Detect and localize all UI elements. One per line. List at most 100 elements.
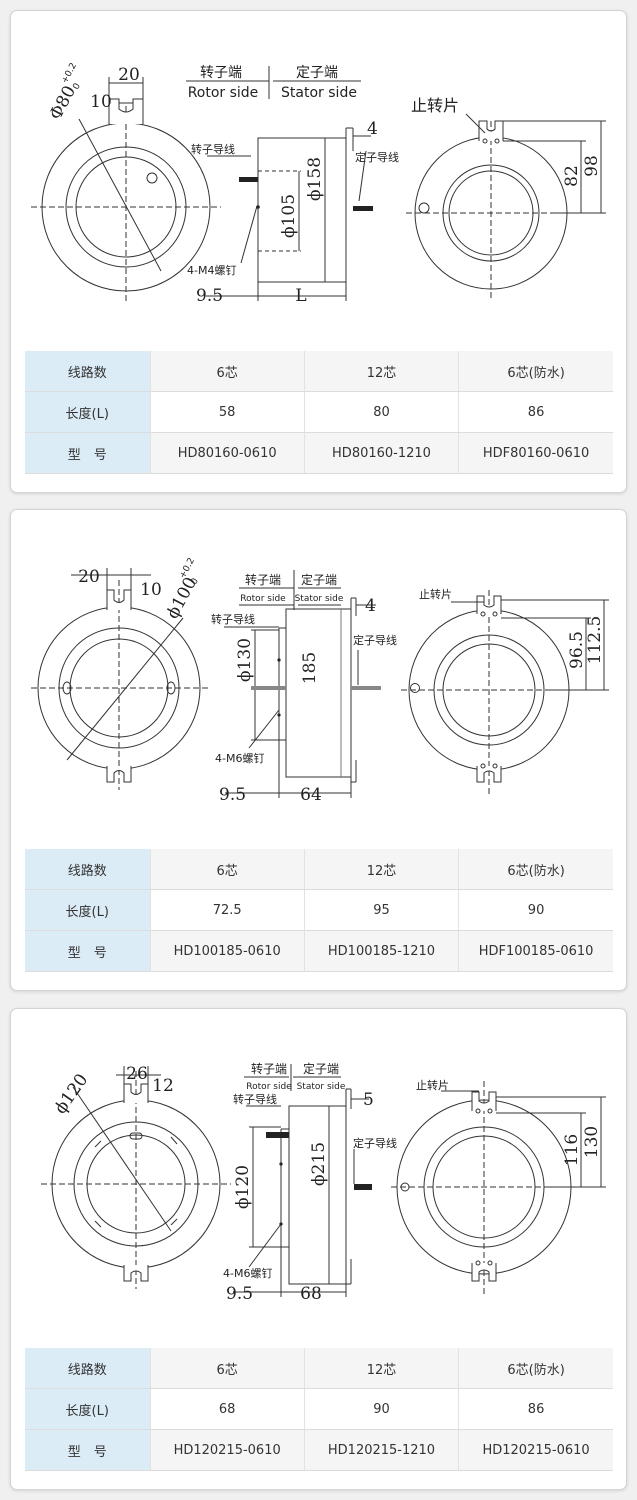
table-cell: HD100185-1210: [303, 930, 459, 972]
dim-offset: 9.5: [219, 785, 246, 805]
dim-body: ϕ158: [305, 157, 325, 201]
rotor-side-en: Rotor side: [188, 85, 259, 101]
rotor-wire-label: 转子导线: [211, 612, 255, 626]
table-cell: HD80160-1210: [303, 432, 459, 474]
rotor-side-en: Rotor side: [246, 1082, 292, 1092]
dim-tab-width: 20: [118, 65, 140, 85]
dim-tab-inner: 96.5: [567, 631, 587, 669]
table-row-circuits: 线路数 6芯 12芯 6芯(防水): [25, 1348, 613, 1389]
row-header-model: 型 号: [25, 930, 150, 972]
table-cell: 12芯: [303, 849, 459, 890]
table-cell: 80: [303, 391, 459, 433]
table-row-circuits: 线路数 6芯 12芯 6芯(防水): [25, 351, 613, 392]
table-cell: 58: [149, 391, 305, 433]
table-cell: 90: [458, 889, 613, 931]
dim-tab-outer: 112.5: [585, 616, 605, 665]
table-cell: 12芯: [303, 351, 459, 392]
dim-tab-inner: 116: [562, 1134, 582, 1166]
stator-wire-label: 定子导线: [355, 150, 399, 164]
dim-body: ϕ215: [309, 1142, 329, 1186]
table-cell: HDF100185-0610: [458, 930, 613, 972]
spec-table-3: 线路数 6芯 12芯 6芯(防水) 长度(L) 68 90 86 型 号 HD1…: [25, 1348, 613, 1471]
table-cell: HD120215-0610: [149, 1429, 305, 1471]
stop-tab-label: 止转片: [411, 96, 459, 115]
rotor-side-cn: 转子端: [245, 572, 281, 587]
spec-table-1: 线路数 6芯 12芯 6芯(防水) 长度(L) 58 80 86 型 号 HD8…: [25, 351, 613, 474]
technical-drawing-1: 20 10 Φ80 +0.2 0 转子端 Rotor side 定子端 Stat…: [31, 61, 606, 306]
stop-tab-label: 止转片: [416, 1078, 449, 1092]
table-cell: 68: [149, 1388, 305, 1430]
technical-drawing-3: 26 12 ϕ120 转子端 Rotor side 定子端 Stator sid…: [41, 1061, 606, 1304]
dim-offset: 9.5: [196, 286, 223, 306]
stator-side-en: Stator side: [281, 85, 357, 101]
row-header-model: 型 号: [25, 1429, 150, 1471]
row-header-circuits: 线路数: [25, 351, 150, 392]
dim-tab-outer: 98: [582, 155, 602, 177]
dim-outer-tol-lower: 0: [71, 82, 83, 92]
row-header-length: 长度(L): [25, 889, 150, 931]
dim-tab-width: 26: [126, 1064, 148, 1084]
dim-outer-tol-upper: +0.2: [60, 61, 79, 85]
rotor-side-cn: 转子端: [251, 1061, 287, 1076]
row-header-length: 长度(L): [25, 1388, 150, 1430]
stator-wire-label: 定子导线: [353, 1136, 397, 1150]
dim-tab-slot: 10: [90, 92, 112, 112]
dim-bore: ϕ120: [233, 1165, 253, 1209]
dim-length: L: [295, 286, 306, 306]
table-cell: HD100185-0610: [149, 930, 305, 972]
table-row-model: 型 号 HD80160-0610 HD80160-1210 HDF80160-0…: [25, 432, 613, 474]
table-cell: 95: [303, 889, 459, 931]
stator-side-cn: 定子端: [296, 65, 338, 81]
table-row-length: 长度(L) 72.5 95 90: [25, 889, 613, 931]
table-cell: HDF80160-0610: [458, 432, 613, 474]
spec-table-2: 线路数 6芯 12芯 6芯(防水) 长度(L) 72.5 95 90 型 号 H…: [25, 849, 613, 972]
dim-tab-slot: 12: [152, 1076, 174, 1096]
table-row-model: 型 号 HD100185-0610 HD100185-1210 HDF10018…: [25, 930, 613, 972]
dim-body: 185: [300, 652, 320, 684]
table-cell: 90: [303, 1388, 459, 1430]
stator-wire-label: 定子导线: [353, 633, 397, 647]
technical-drawing-2: 20 10 ϕ100 +0.2 0 转子端 Rotor side 定子端 Sta…: [31, 556, 609, 805]
table-cell: 86: [458, 391, 613, 433]
dim-tab-slot: 10: [140, 580, 162, 600]
table-cell: 6芯: [149, 351, 305, 392]
dim-bore: ϕ105: [279, 194, 299, 238]
rotor-wire-label: 转子导线: [191, 142, 235, 156]
table-cell: 6芯(防水): [458, 1348, 613, 1389]
stator-side-cn: 定子端: [303, 1061, 339, 1076]
product-card-2: 20 10 ϕ100 +0.2 0 转子端 Rotor side 定子端 Sta…: [10, 509, 627, 991]
product-card-1: 20 10 Φ80 +0.2 0 转子端 Rotor side 定子端 Stat…: [10, 10, 627, 493]
product-card-3: 26 12 ϕ120 转子端 Rotor side 定子端 Stator sid…: [10, 1008, 627, 1490]
row-header-length: 长度(L): [25, 391, 150, 433]
table-cell: HD120215-1210: [303, 1429, 459, 1471]
dim-tab-width: 20: [78, 567, 100, 587]
dim-outer-tol-upper: +0.2: [178, 556, 197, 580]
dim-flange: 5: [363, 1090, 374, 1110]
dim-length: 64: [300, 785, 322, 805]
table-cell: HD120215-0610: [458, 1429, 613, 1471]
row-header-circuits: 线路数: [25, 1348, 150, 1389]
table-row-length: 长度(L) 68 90 86: [25, 1388, 613, 1430]
rotor-side-en: Rotor side: [240, 594, 286, 604]
table-cell: 72.5: [149, 889, 305, 931]
rotor-wire-label: 转子导线: [233, 1092, 277, 1106]
table-cell: HD80160-0610: [149, 432, 305, 474]
dim-outer-diameter: ϕ120: [51, 1070, 93, 1118]
screws-label: 4-M6螺钉: [223, 1267, 272, 1280]
stator-side-en: Stator side: [295, 594, 344, 604]
dim-offset: 9.5: [226, 1284, 253, 1304]
dim-tab-outer: 130: [582, 1126, 602, 1158]
table-row-length: 长度(L) 58 80 86: [25, 391, 613, 433]
table-cell: 6芯: [149, 849, 305, 890]
dim-tab-inner: 82: [562, 165, 582, 187]
dim-flange: 4: [367, 119, 378, 139]
table-cell: 6芯(防水): [458, 351, 613, 392]
dim-bore: ϕ130: [235, 638, 255, 682]
table-cell: 6芯(防水): [458, 849, 613, 890]
row-header-circuits: 线路数: [25, 849, 150, 890]
stop-tab-label: 止转片: [419, 587, 452, 601]
table-row-model: 型 号 HD120215-0610 HD120215-1210 HD120215…: [25, 1429, 613, 1471]
dim-length: 68: [300, 1284, 322, 1304]
stator-side-cn: 定子端: [301, 572, 337, 587]
table-cell: 86: [458, 1388, 613, 1430]
